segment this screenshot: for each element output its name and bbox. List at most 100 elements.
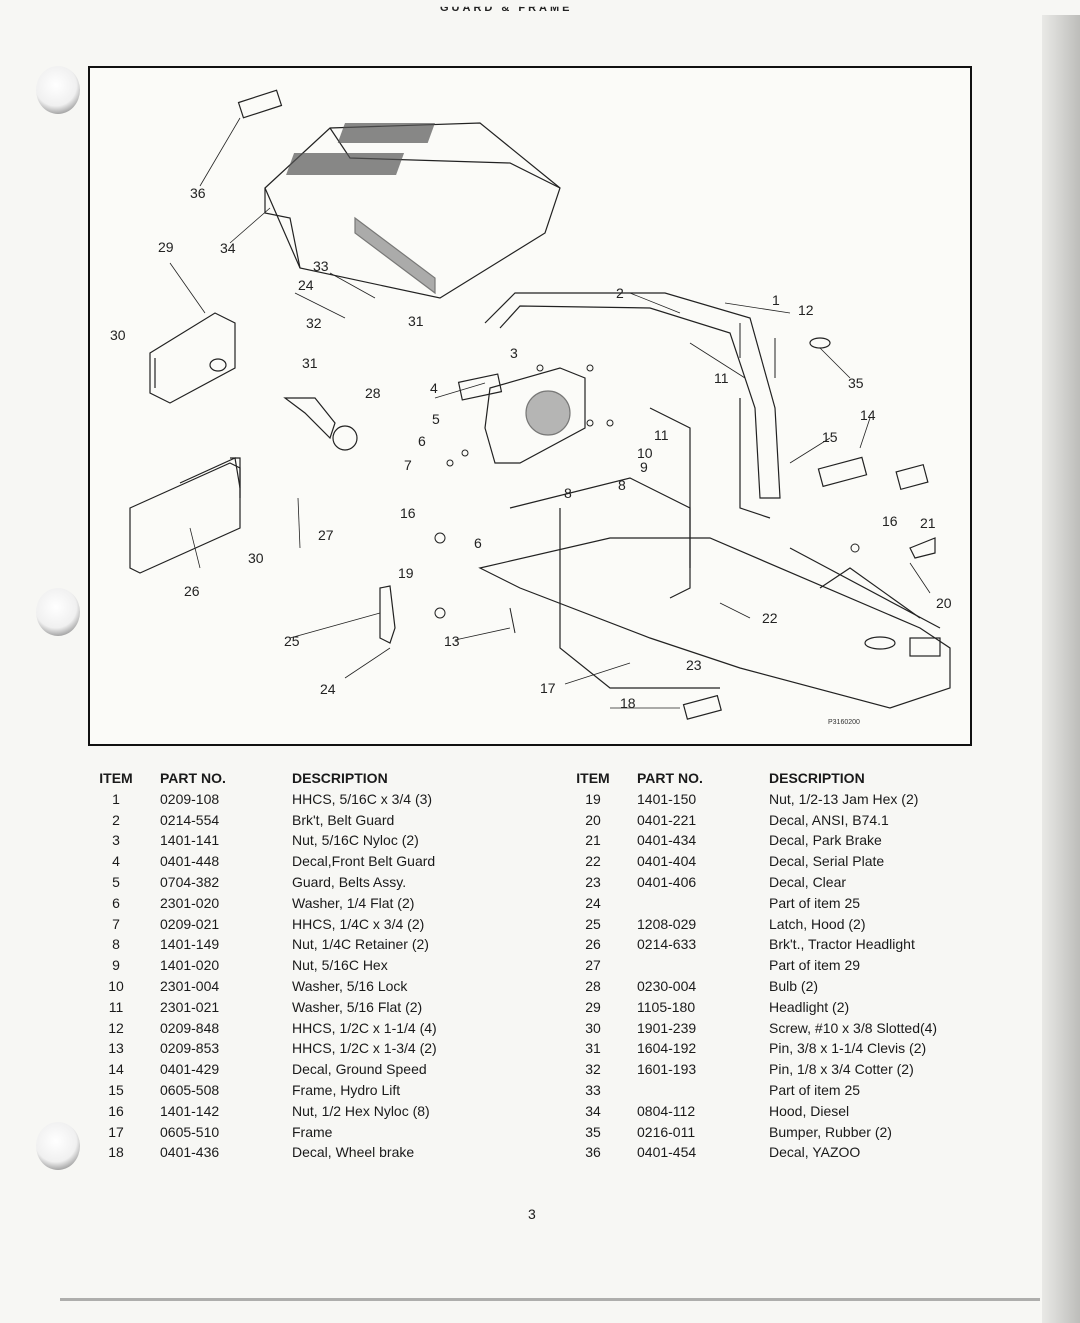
item-number: 5: [112, 873, 120, 890]
part-description: HHCS, 1/2C x 1-3/4 (2): [292, 1040, 437, 1057]
binder-hole-bottom: [36, 1122, 80, 1170]
part-description: Bulb (2): [769, 977, 819, 994]
part-number: 0209-853: [160, 1040, 220, 1057]
part-number: 1604-192: [637, 1040, 697, 1057]
item-number: 26: [585, 936, 601, 953]
part-description: Decal, YAZOO: [769, 1144, 861, 1161]
table-row: 34 0804-112 Hood, Diesel: [567, 1101, 1019, 1122]
exploded-view-drawing: 36 34 29 30 33 24 31 32 31 28 2 1 12 3 1…: [110, 89, 952, 726]
part-description: Washer, 5/16 Lock: [292, 977, 408, 994]
part-number: 0401-454: [637, 1144, 697, 1161]
table-header: ITEM PART NO. DESCRIPTION: [576, 770, 865, 786]
svg-text:21: 21: [920, 515, 936, 531]
item-number: 13: [108, 1040, 124, 1057]
part-description: Brk't., Tractor Headlight: [769, 936, 915, 953]
item-number: 34: [585, 1102, 601, 1119]
svg-text:6: 6: [474, 535, 482, 551]
svg-text:34: 34: [220, 240, 236, 256]
svg-text:7: 7: [404, 457, 412, 473]
part-description: Part of item 25: [769, 1081, 861, 1098]
part-number: 0401-406: [637, 873, 697, 890]
item-number: 7: [112, 915, 120, 932]
part-description: Screw, #10 x 3/8 Slotted(4): [769, 1019, 938, 1036]
svg-text:16: 16: [882, 513, 898, 529]
svg-text:1: 1: [772, 292, 780, 308]
part-description: Decal, Clear: [769, 873, 847, 890]
part-description: Pin, 3/8 x 1-1/4 Clevis (2): [769, 1040, 927, 1057]
part-description: Decal, Serial Plate: [769, 853, 885, 870]
item-number: 24: [585, 894, 601, 911]
item-number: 23: [585, 873, 601, 890]
part-description: Part of item 29: [769, 957, 861, 974]
svg-text:17: 17: [540, 680, 556, 696]
part-number: 0605-510: [160, 1123, 220, 1140]
part-number: 0401-434: [637, 832, 697, 849]
part-number: 0209-848: [160, 1019, 220, 1036]
hood-latch: [379, 585, 396, 644]
svg-text:29: 29: [158, 239, 174, 255]
table-header: ITEM PART NO. DESCRIPTION: [99, 770, 388, 786]
part-description: Latch, Hood (2): [769, 915, 866, 932]
svg-text:30: 30: [248, 550, 264, 566]
item-number: 12: [108, 1019, 124, 1036]
svg-text:15: 15: [822, 429, 838, 445]
item-number: 10: [108, 977, 124, 994]
svg-text:9: 9: [640, 459, 648, 475]
part-number: 2301-020: [160, 894, 220, 911]
item-number: 31: [585, 1040, 601, 1057]
part-description: Decal, ANSI, B74.1: [769, 811, 889, 828]
part-description: Nut, 1/2-13 Jam Hex (2): [769, 790, 919, 807]
item-number: 27: [585, 957, 601, 974]
svg-text:36: 36: [190, 185, 206, 201]
svg-text:32: 32: [306, 315, 322, 331]
part-description: Decal, Wheel brake: [292, 1144, 415, 1161]
item-number: 36: [585, 1144, 601, 1161]
part-description: Pin, 1/8 x 3/4 Cotter (2): [769, 1061, 914, 1078]
part-description: Part of item 25: [769, 894, 861, 911]
part-description: Frame: [292, 1123, 333, 1140]
svg-text:13: 13: [444, 633, 460, 649]
item-number: 4: [112, 853, 120, 870]
part-number: 1901-239: [637, 1019, 697, 1036]
item-number: 19: [585, 790, 601, 807]
svg-text:6: 6: [418, 433, 426, 449]
svg-text:20: 20: [936, 595, 952, 611]
part-number: 0804-112: [637, 1102, 696, 1119]
part-description: Nut, 5/16C Nyloc (2): [292, 832, 419, 849]
item-number: 25: [585, 915, 601, 932]
svg-text:25: 25: [284, 633, 300, 649]
svg-text:31: 31: [408, 313, 424, 329]
part-description: Nut, 1/2 Hex Nyloc (8): [292, 1102, 430, 1119]
svg-text:24: 24: [320, 681, 336, 697]
part-number: [619, 955, 761, 976]
svg-text:33: 33: [313, 258, 329, 274]
table-row: 23 0401-406 Decal, Clear: [567, 872, 1019, 893]
svg-text:31: 31: [302, 355, 318, 371]
part-number: 1401-149: [160, 936, 220, 953]
part-description: Hood, Diesel: [769, 1102, 850, 1119]
part-description: Decal, Park Brake: [769, 832, 882, 849]
table-row: 13 0209-853 HHCS, 1/2C x 1-3/4 (2): [90, 1038, 542, 1059]
callout-labels: 36 34 29 30 33 24 31 32 31 28 2 1 12 3 1…: [110, 185, 952, 711]
item-number: 22: [585, 853, 601, 870]
